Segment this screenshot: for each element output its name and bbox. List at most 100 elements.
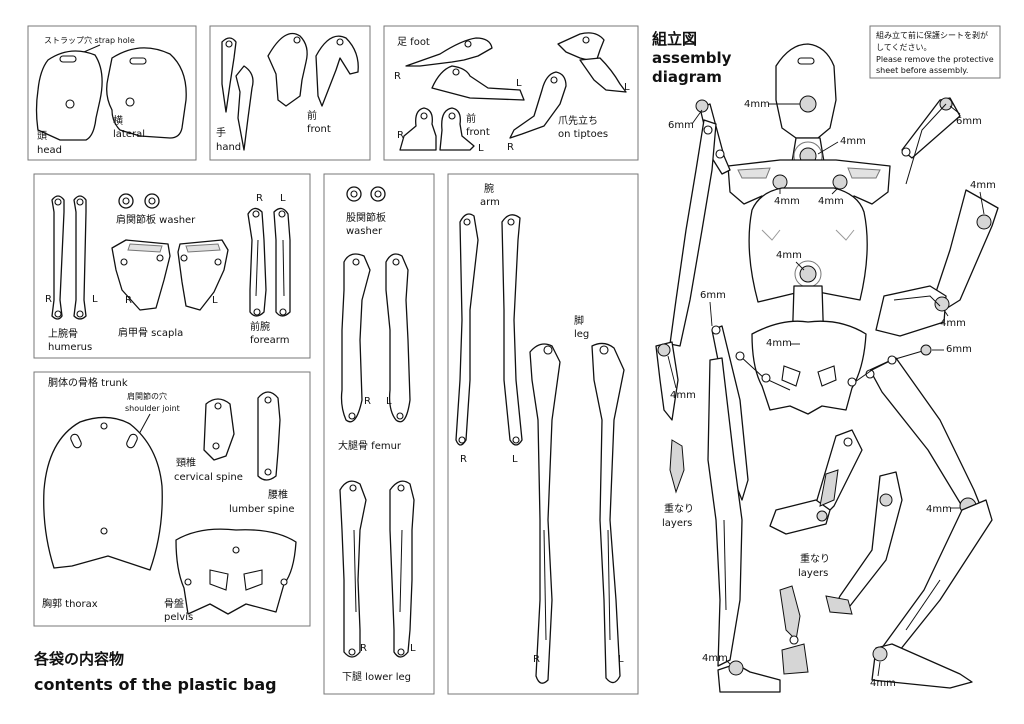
assembly-title-en1: assembly	[652, 49, 732, 67]
label-scapula-r: R	[125, 295, 132, 306]
skeleton-hand-l-finger	[893, 295, 941, 307]
pelvis-part	[175, 528, 297, 615]
dim-hip-r: 6mm	[700, 290, 726, 301]
label-strap-hole: ストラップ穴 strap hole	[44, 35, 135, 45]
lowerleg-l-part	[389, 480, 415, 658]
dim-lumbar: 4mm	[766, 338, 792, 349]
tiptoe-hole-r	[582, 36, 590, 44]
label-leg-en: leg	[574, 329, 589, 340]
forearm-l-part	[273, 207, 291, 317]
label-lumbar-ja: 腰椎	[268, 488, 288, 501]
forearm-l-slit	[282, 239, 285, 297]
head-lateral-part	[106, 47, 187, 139]
head-front-part	[35, 50, 103, 141]
label-lateral-en: lateral	[113, 129, 145, 140]
scapula-r-part	[111, 239, 171, 311]
dim-thorax-arrow	[795, 261, 805, 271]
label-layers-en-1: layers	[662, 518, 692, 529]
femur-r-hole-top	[352, 258, 360, 266]
label-scapula: 肩甲骨 scapla	[118, 326, 183, 339]
label-cervical-en: cervical spine	[174, 472, 243, 483]
humerus-l-hole-bottom	[76, 310, 84, 318]
shoulder-washer-1-hole	[122, 197, 130, 205]
dim-hand-r-2: 4mm	[670, 390, 696, 401]
lumbar-hole-top	[264, 396, 272, 404]
box-trunk	[33, 371, 311, 627]
femur-l-part	[385, 253, 411, 423]
arm-l-hole-bottom	[512, 436, 520, 444]
hip-washer-2-hole	[374, 190, 382, 198]
skeleton-forearm-l	[931, 189, 999, 311]
label-foot: 足 foot	[397, 36, 430, 48]
skeleton-head-joint	[799, 95, 817, 113]
hand-front-hole-1	[293, 36, 301, 44]
label-lowerleg-l: L	[410, 643, 416, 654]
box-hand	[209, 25, 371, 161]
label-layers-en-2: layers	[798, 568, 828, 579]
lateral-pivot-hole	[125, 97, 135, 107]
leg-l-hole-top	[599, 345, 609, 355]
label-foot-l: L	[516, 78, 522, 89]
skeleton-hip-r	[711, 325, 721, 335]
thorax-shoulder-slot-r	[70, 433, 82, 449]
foot-front-l	[439, 107, 475, 151]
leg-l-part	[591, 342, 625, 684]
label-arm-en: arm	[480, 197, 500, 208]
label-hip-washer-en: washer	[346, 226, 383, 237]
tiptoe-hole-l	[550, 76, 558, 84]
pelvis-hole-l	[280, 578, 288, 586]
skeleton-scapula-joint-r	[772, 174, 788, 190]
humerus-l-hole-top	[76, 198, 84, 206]
femur-r-hole-bottom	[348, 412, 356, 420]
label-femur-l: L	[386, 396, 392, 407]
skeleton-layer-foot	[769, 499, 831, 535]
lateral-strap-slot	[129, 57, 147, 65]
box-limb-parts	[447, 173, 639, 695]
label-humerus-en: humerus	[48, 342, 92, 353]
skeleton-lower-leg-l-slit	[905, 579, 941, 631]
contents-title-ja: 各袋の内容物	[33, 650, 124, 668]
foot-front-r	[399, 107, 437, 151]
skeleton-pelvis	[751, 320, 867, 415]
head-strap-slot	[59, 55, 77, 63]
scapula-l-ridge	[185, 243, 221, 253]
forearm-l-hole-top	[278, 210, 286, 218]
forearm-l-hole-bottom	[279, 308, 287, 316]
skeleton-head	[775, 43, 837, 139]
skeleton-hand-joint-l	[934, 296, 950, 312]
dim-hand-l: 4mm	[940, 318, 966, 329]
dim-hip-r-arrow	[709, 301, 713, 327]
skeleton-layer-shin	[833, 471, 903, 609]
dim-forearm-l: 4mm	[970, 180, 996, 191]
humerus-l-part	[73, 195, 87, 320]
dim-neck-arrow	[817, 141, 839, 155]
label-arm-l: L	[512, 454, 518, 465]
hand-front-hole-2	[336, 38, 344, 46]
scapula-l-part	[177, 239, 229, 311]
label-tiptoe-l: L	[624, 82, 630, 93]
label-lumbar-en: lumber spine	[229, 504, 294, 515]
dim-forearm-l-arrow	[979, 191, 985, 215]
label-hand-ja: 手	[216, 126, 226, 139]
skeleton-wrist-r	[703, 125, 713, 135]
note-box	[869, 25, 1001, 79]
femur-l-hole-top	[392, 258, 400, 266]
pelvis-window-r	[209, 569, 229, 591]
tiptoe-part-r	[557, 32, 605, 63]
tiptoe-toe-r	[579, 57, 627, 93]
dim-hand-l-arrow	[943, 309, 949, 317]
label-leg-r: R	[533, 654, 540, 665]
lumbar-hole-bottom	[264, 468, 272, 476]
label-forearm-ja: 前腕	[250, 320, 270, 333]
label-leg-l: L	[618, 654, 624, 665]
skeleton-lower-leg-r-slit	[723, 519, 727, 611]
label-tiptoe-r: R	[507, 142, 514, 153]
skeleton-ankle-l	[872, 646, 888, 662]
dim-knee-l: 4mm	[926, 504, 952, 515]
label-femur: 大腿骨 femur	[338, 439, 402, 452]
forearm-r-hole-top	[252, 210, 260, 218]
label-foot-front-en: front	[466, 127, 490, 138]
arm-r-hole-bottom	[458, 436, 466, 444]
dim-scapula-l-arrow	[831, 187, 839, 195]
